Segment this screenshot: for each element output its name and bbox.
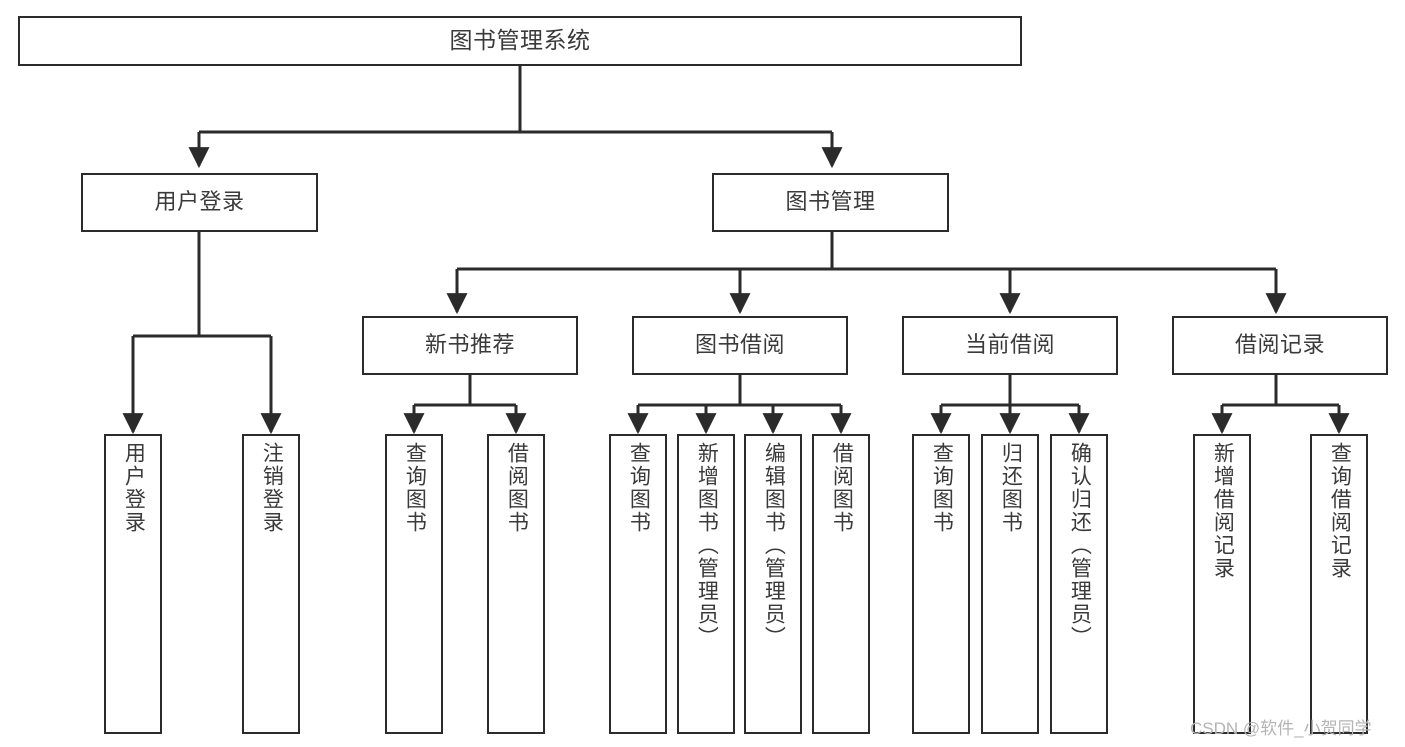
node-label: 借阅记录 — [1234, 332, 1325, 358]
node-user-login[interactable]: 用户登录 — [81, 173, 318, 232]
node-current-borrowing[interactable]: 当前借阅 — [902, 316, 1118, 375]
node-label: 图书管理 — [785, 189, 876, 215]
leaf-edit-book-admin[interactable]: 编辑图书（管理员） — [744, 434, 802, 734]
node-label: 借阅图书 — [830, 442, 854, 534]
node-label: 确认归还（管理员） — [1068, 442, 1092, 649]
leaf-add-borrow-record[interactable]: 新增借阅记录 — [1193, 434, 1251, 734]
node-book-borrowing[interactable]: 图书借阅 — [632, 316, 848, 375]
leaf-query-borrow-record[interactable]: 查询借阅记录 — [1310, 434, 1368, 734]
leaf-borrow-books-borrowing[interactable]: 借阅图书 — [812, 434, 870, 734]
node-label: 归还图书 — [999, 442, 1023, 534]
leaf-borrow-books-recommendation[interactable]: 借阅图书 — [487, 434, 545, 734]
node-label: 新书推荐 — [424, 332, 515, 358]
csdn-watermark: CSDN @软件_小贺同学 — [1190, 719, 1372, 738]
leaf-query-books-recommendation[interactable]: 查询图书 — [385, 434, 443, 734]
node-label: 编辑图书（管理员） — [762, 442, 786, 649]
leaf-add-book-admin[interactable]: 新增图书（管理员） — [677, 434, 735, 734]
node-label: 图书管理系统 — [449, 27, 591, 54]
node-new-book-recommendation[interactable]: 新书推荐 — [362, 316, 578, 375]
node-label: 查询图书 — [403, 442, 427, 534]
leaf-logout[interactable]: 注销登录 — [242, 434, 300, 734]
node-label: 注销登录 — [260, 442, 284, 534]
node-label: 查询借阅记录 — [1328, 442, 1352, 580]
node-label: 查询图书 — [930, 442, 954, 534]
leaf-confirm-return-admin[interactable]: 确认归还（管理员） — [1050, 434, 1108, 734]
node-label: 用户登录 — [122, 442, 146, 534]
node-label: 图书借阅 — [694, 332, 785, 358]
node-label: 当前借阅 — [964, 332, 1055, 358]
node-label: 新增图书（管理员） — [695, 442, 719, 649]
node-label: 用户登录 — [154, 189, 245, 215]
node-book-management[interactable]: 图书管理 — [712, 173, 949, 232]
leaf-user-login[interactable]: 用户登录 — [104, 434, 162, 734]
leaf-return-books[interactable]: 归还图书 — [981, 434, 1039, 734]
node-root-library-system[interactable]: 图书管理系统 — [18, 16, 1022, 66]
node-borrowing-records[interactable]: 借阅记录 — [1172, 316, 1388, 375]
leaf-query-books-borrowing[interactable]: 查询图书 — [609, 434, 667, 734]
node-label: 查询图书 — [627, 442, 651, 534]
node-label: 新增借阅记录 — [1211, 442, 1235, 580]
leaf-query-books-current[interactable]: 查询图书 — [912, 434, 970, 734]
node-label: 借阅图书 — [505, 442, 529, 534]
